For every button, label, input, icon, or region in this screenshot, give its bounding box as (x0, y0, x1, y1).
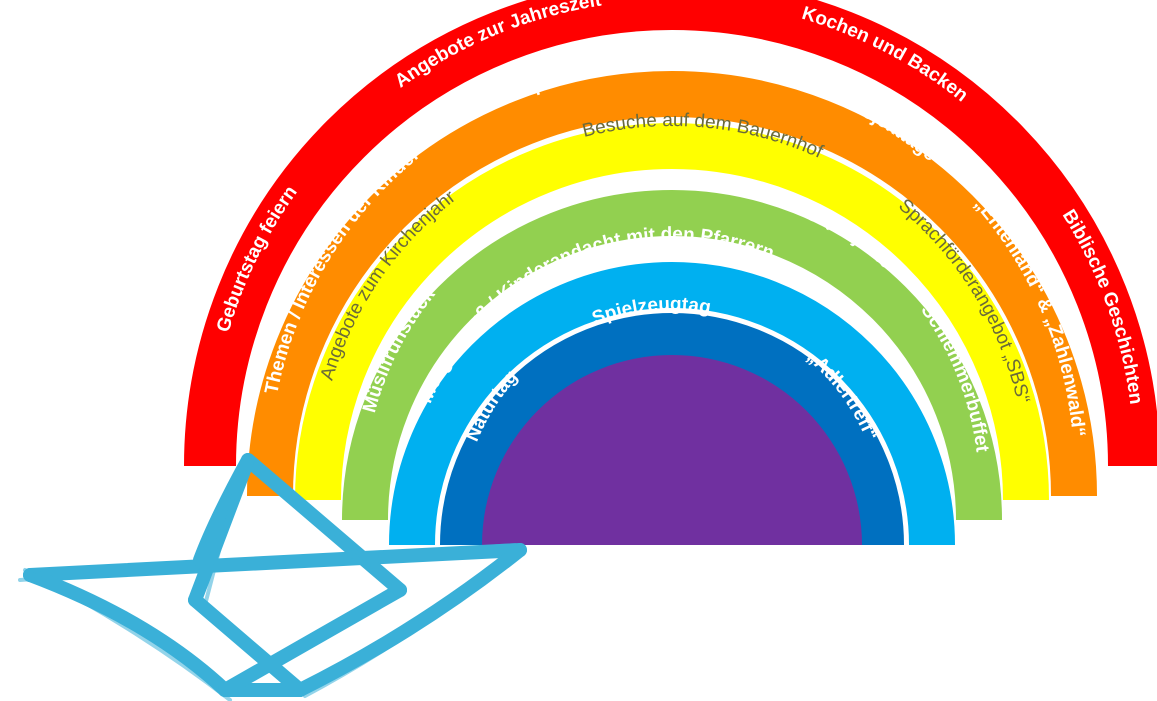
band-blue (440, 313, 904, 546)
band-yellow (295, 123, 1049, 501)
band-red (184, 0, 1157, 467)
band-green (342, 190, 1002, 521)
band-orange (247, 71, 1097, 497)
center-half-disc (482, 355, 862, 545)
paper-boat-icon (18, 453, 527, 701)
band-cyan (389, 262, 955, 546)
rainbow-bands (184, 0, 1157, 546)
